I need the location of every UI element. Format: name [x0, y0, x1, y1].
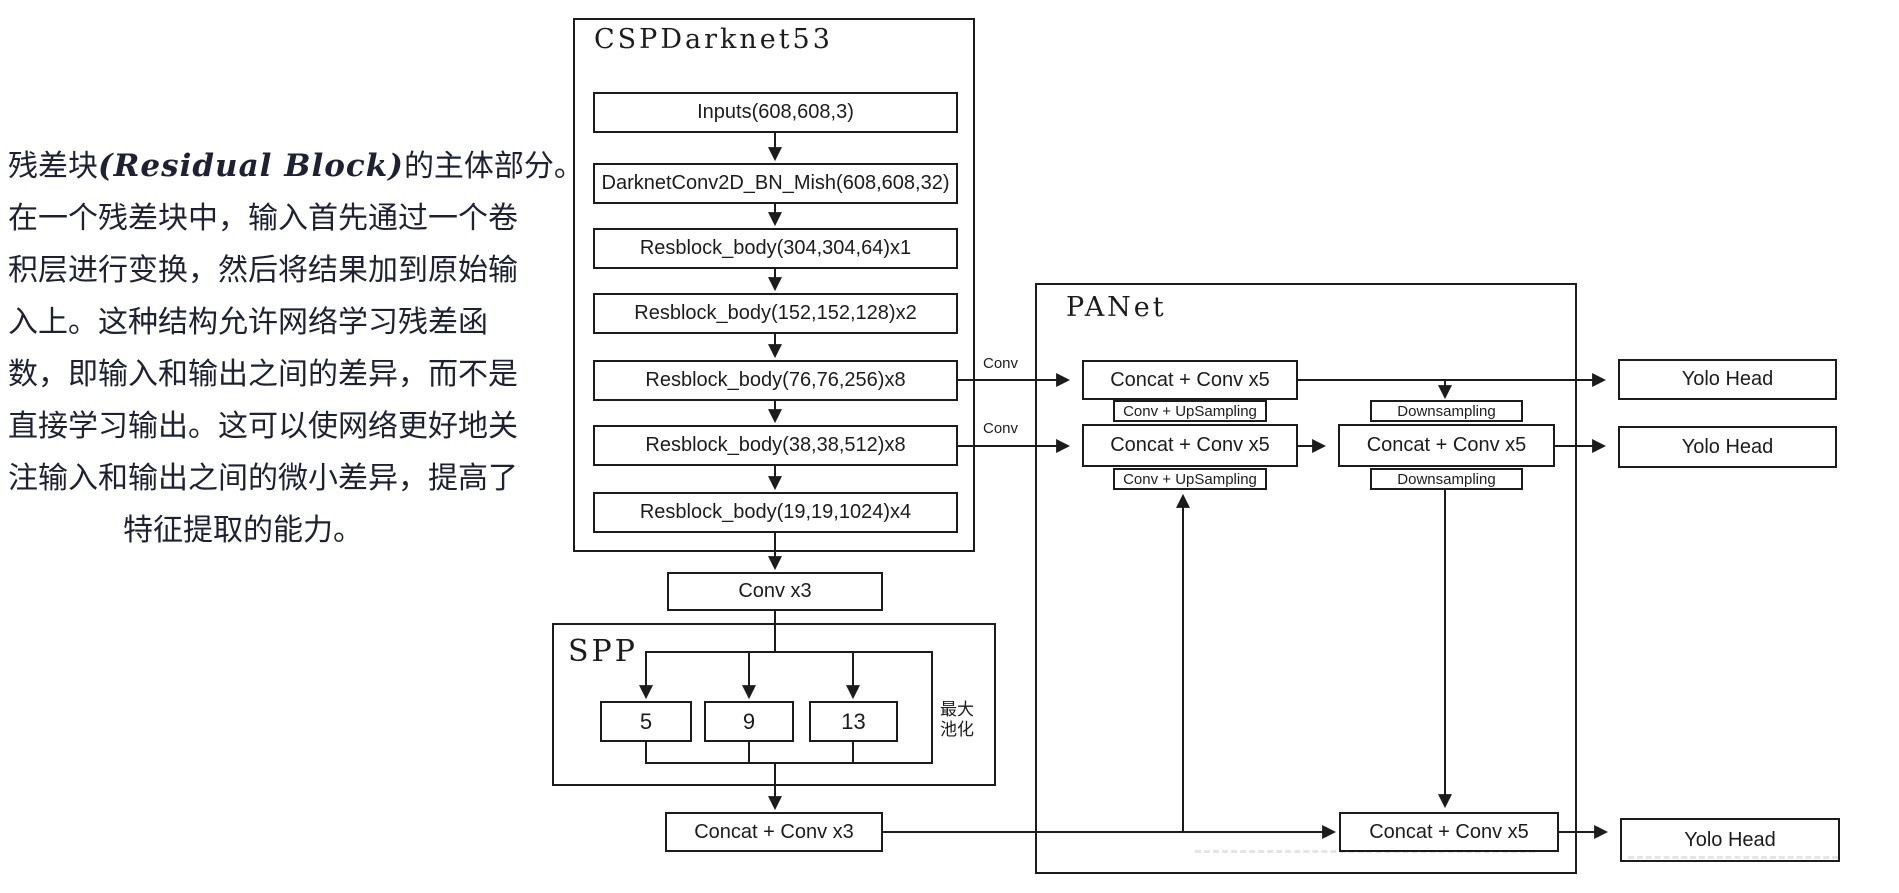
node-concat-conv-x5-left-bottom: Concat + Conv x5	[1082, 424, 1298, 467]
spp-title: SPP	[568, 634, 638, 669]
node-maxpool-9: 9	[704, 701, 794, 742]
paragraph-line: 特征提取的能力。	[123, 513, 363, 548]
node-inputs: Inputs(608,608,3)	[593, 92, 958, 133]
node-yolo-head-2: Yolo Head	[1618, 426, 1837, 468]
node-resblock-38: Resblock_body(38,38,512)x8	[593, 425, 958, 466]
paragraph-line: 积层进行变换，然后将结果加到原始输	[8, 253, 518, 288]
maxpool-label-line2: 池化	[940, 720, 974, 740]
cspdarknet53-title: CSPDarknet53	[594, 24, 833, 55]
node-downsampling-1: Downsampling	[1370, 400, 1523, 422]
paragraph-line: 数，即输入和输出之间的差异，而不是	[8, 357, 518, 392]
panet-group-box	[1035, 283, 1577, 874]
paragraph-line: 残差块(Residual Block)的主体部分。	[8, 140, 584, 193]
node-conv-x3: Conv x3	[667, 572, 883, 611]
panet-wires	[1298, 373, 1609, 839]
paragraph-line: 在一个残差块中，输入首先通过一个卷	[8, 201, 518, 236]
maxpool-label-line1: 最大	[940, 700, 974, 720]
neck-wires	[883, 373, 1337, 839]
edge-label-conv-2: Conv	[983, 420, 1019, 437]
edge-label-conv-1: Conv	[983, 355, 1019, 372]
paragraph-line: 直接学习输出。这可以使网络更好地关	[8, 409, 518, 444]
watermark-remnant	[1195, 850, 1535, 853]
residual-block-script-text: (Residual Block)	[98, 148, 404, 184]
node-downsampling-2: Downsampling	[1370, 468, 1523, 490]
node-conv-upsampling-1: Conv + UpSampling	[1113, 400, 1267, 422]
paragraph-text: 的主体部分。	[403, 149, 584, 184]
paragraph-line: 注输入和输出之间的微小差异，提高了	[8, 461, 518, 496]
paragraph-line: 入上。这种结构允许网络学习残差函	[8, 305, 488, 340]
node-conv-upsampling-2: Conv + UpSampling	[1113, 468, 1267, 490]
node-resblock-76: Resblock_body(76,76,256)x8	[593, 360, 958, 401]
node-concat-conv-x5-left-top: Concat + Conv x5	[1082, 360, 1298, 400]
node-resblock-152: Resblock_body(152,152,128)x2	[593, 293, 958, 334]
left-text-paragraph: 残差块(Residual Block)的主体部分。 在一个残差块中，输入首先通过…	[8, 140, 584, 557]
cspdarknet53-group-box	[573, 18, 975, 552]
node-darknetconv2d-bn-mish: DarknetConv2D_BN_Mish(608,608,32)	[593, 163, 958, 204]
node-yolo-head-1: Yolo Head	[1618, 359, 1837, 400]
panet-title: PANet	[1066, 292, 1167, 323]
paragraph-text: 残差块	[8, 149, 98, 184]
node-concat-conv-x5-right: Concat + Conv x5	[1338, 424, 1555, 467]
node-maxpool-13: 13	[809, 701, 898, 742]
spp-group-box	[552, 623, 996, 786]
node-concat-conv-x5-bottom: Concat + Conv x5	[1339, 812, 1559, 852]
maxpool-label: 最大 池化	[940, 700, 974, 740]
watermark-remnant	[1628, 856, 1838, 859]
node-yolo-head-3: Yolo Head	[1620, 818, 1840, 862]
node-resblock-19: Resblock_body(19,19,1024)x4	[593, 492, 958, 533]
node-maxpool-5: 5	[600, 701, 692, 742]
node-resblock-304: Resblock_body(304,304,64)x1	[593, 228, 958, 269]
node-concat-conv-x3: Concat + Conv x3	[665, 812, 883, 852]
